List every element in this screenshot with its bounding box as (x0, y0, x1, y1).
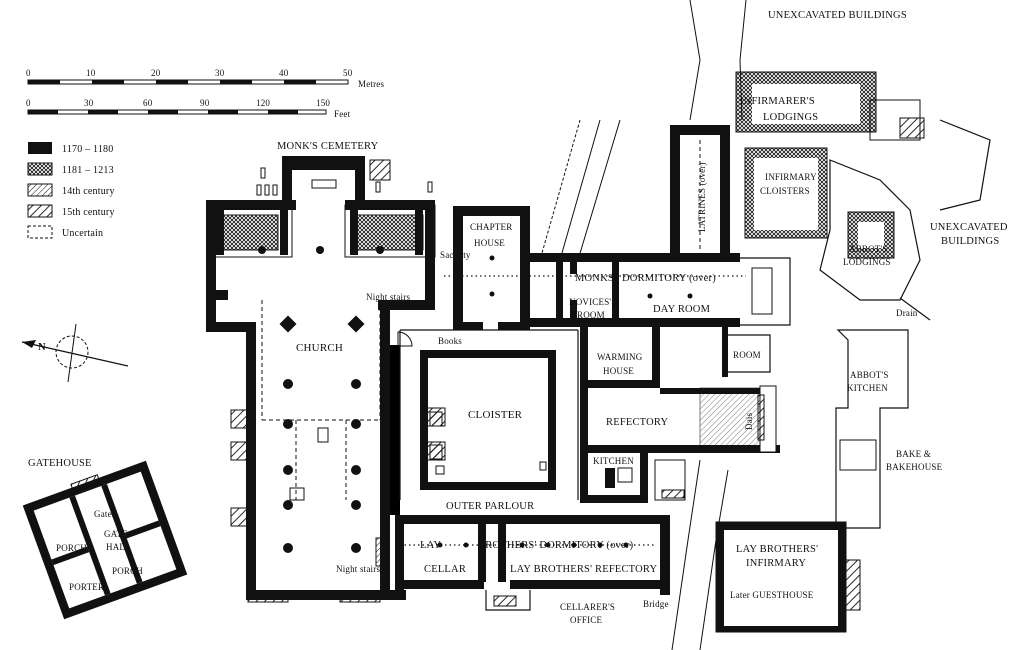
novices-label-1: NOVICES' (569, 297, 611, 307)
room-label: ROOM (733, 350, 761, 360)
scale-m-40: 40 (279, 68, 289, 78)
scale-m-10: 10 (86, 68, 96, 78)
lay-brothers-infirmary (715, 521, 861, 633)
gatehouse-label: GATEHOUSE (28, 458, 92, 469)
cemetery-block (369, 159, 391, 181)
scale-ft-90: 90 (200, 98, 210, 108)
drain-label: Drain (896, 308, 918, 318)
cemetery-graves (256, 167, 433, 196)
dais-label: Dais (744, 412, 754, 430)
gate-hall-label-2: HALL (106, 542, 131, 552)
infirmary-complex (735, 71, 991, 321)
scale-feet-unit: Feet (334, 109, 351, 119)
scale-ft-150: 150 (316, 98, 330, 108)
gate-hall-label-1: GATE (104, 529, 128, 539)
kitchen-label: KITCHEN (593, 456, 634, 466)
unexcavated-right-label-1: UNEXCAVATED (930, 222, 1008, 233)
scale-m-0: 0 (26, 68, 31, 78)
abbots-kitchen-label-2: KITCHEN (847, 383, 888, 393)
abbots-lodgings-label-1: ABBOT'S (849, 244, 888, 254)
legend-swatch-solid (28, 142, 52, 154)
scale-metres: 0 10 20 30 40 50 Metres (26, 68, 384, 89)
refectory-label: REFECTORY (606, 417, 669, 428)
infirmarers-lodgings-label-1: INFIRMARER'S (740, 96, 815, 107)
legend: 1170 – 1180 1181 – 1213 14th century 15t… (27, 142, 115, 239)
lay-brothers-range (395, 515, 670, 611)
warming-house-label-1: WARMING (597, 352, 643, 362)
chapter-house-label-1: CHAPTER (470, 222, 512, 232)
scale-m-20: 20 (151, 68, 161, 78)
abbots-kitchen-label-1: ABBOT'S (850, 370, 889, 380)
scale-ft-120: 120 (256, 98, 270, 108)
legend-swatch-crosshatch (27, 162, 53, 176)
cloister-label: CLOISTER (468, 409, 523, 421)
gates-label: Gates (94, 509, 116, 519)
scale-m-30: 30 (215, 68, 225, 78)
porter-label: PORTER (69, 582, 104, 592)
unexcavated-buildings-top-label: UNEXCAVATED BUILDINGS (768, 10, 907, 21)
gatehouse (22, 460, 188, 620)
infirmary-cloisters-label-1: INFIRMARY (765, 172, 817, 182)
porch-left-label: PORCH (56, 543, 87, 553)
night-stairs-upper-label: Night stairs (366, 292, 410, 302)
latrines-label: LATRINES (over) (697, 162, 707, 232)
porch-right-label: PORCH (112, 566, 143, 576)
outer-parlour-label: OUTER PARLOUR (446, 501, 534, 512)
scale-m-50: 50 (343, 68, 353, 78)
east-range (444, 125, 791, 330)
lay-refectory-label: LAY BROTHERS' REFECTORY (510, 564, 658, 575)
legend-label-1: 1170 – 1180 (62, 144, 113, 155)
abbots-kitchen-bakehouse (835, 329, 909, 529)
north-arrow-icon: N (21, 323, 129, 383)
legend-label-2: 1181 – 1213 (62, 165, 114, 176)
unexcavated-right-label-2: BUILDINGS (941, 236, 999, 247)
lay-dorm-label-2: BROTHERS' DORMITORY (over) (478, 540, 634, 551)
warming-house-label-2: HOUSE (603, 366, 634, 376)
bake-label-1: BAKE & (896, 449, 931, 459)
cellarers-office-label-1: CELLARER'S (560, 602, 615, 612)
day-room-label: DAY ROOM (653, 304, 711, 315)
abbots-lodgings-label-2: LODGINGS (843, 257, 891, 267)
monks-cemetery-label: MONK'S CEMETERY (277, 141, 379, 152)
lay-dorm-label-1: LAY (420, 540, 441, 551)
bake-label-2: BAKEHOUSE (886, 462, 943, 472)
scale-ft-60: 60 (143, 98, 153, 108)
legend-swatch-15th (27, 204, 53, 218)
cellarers-office-label-2: OFFICE (570, 615, 603, 625)
church-label: CHURCH (296, 342, 343, 354)
monks-label: MONKS' (575, 273, 616, 284)
north-label: N (38, 342, 46, 353)
legend-label-5: Uncertain (62, 228, 103, 239)
books-label: Books (438, 336, 462, 346)
church (206, 156, 446, 603)
infirmary-cloisters-label-2: CLOISTERS (760, 186, 810, 196)
infirmarers-lodgings-label-2: LODGINGS (763, 112, 818, 123)
legend-label-3: 14th century (62, 186, 115, 197)
lay-infirmary-label-1: LAY BROTHERS' (736, 544, 818, 555)
lay-infirmary-label-2: INFIRMARY (746, 558, 806, 569)
legend-swatch-14th (27, 183, 53, 197)
night-stairs-lower-label: Night stairs (336, 564, 380, 574)
legend-swatch-uncertain (27, 225, 53, 239)
legend-label-4: 15th century (62, 207, 115, 218)
lay-infirmary-label-3: Later GUESTHOUSE (730, 590, 814, 600)
bridge-label: Bridge (643, 599, 669, 609)
scale-metres-unit: Metres (358, 79, 384, 89)
cellar-label: CELLAR (424, 564, 466, 575)
chapter-house-label-2: HOUSE (474, 238, 505, 248)
south-range (580, 327, 780, 503)
scale-feet: 0 30 60 90 120 150 Feet (26, 98, 351, 119)
dormitory-over-label: DORMITORY (over) (622, 273, 716, 284)
scale-ft-0: 0 (26, 98, 31, 108)
scale-ft-30: 30 (84, 98, 94, 108)
novices-label-2: ROOM (577, 310, 605, 320)
cloister (390, 329, 579, 515)
